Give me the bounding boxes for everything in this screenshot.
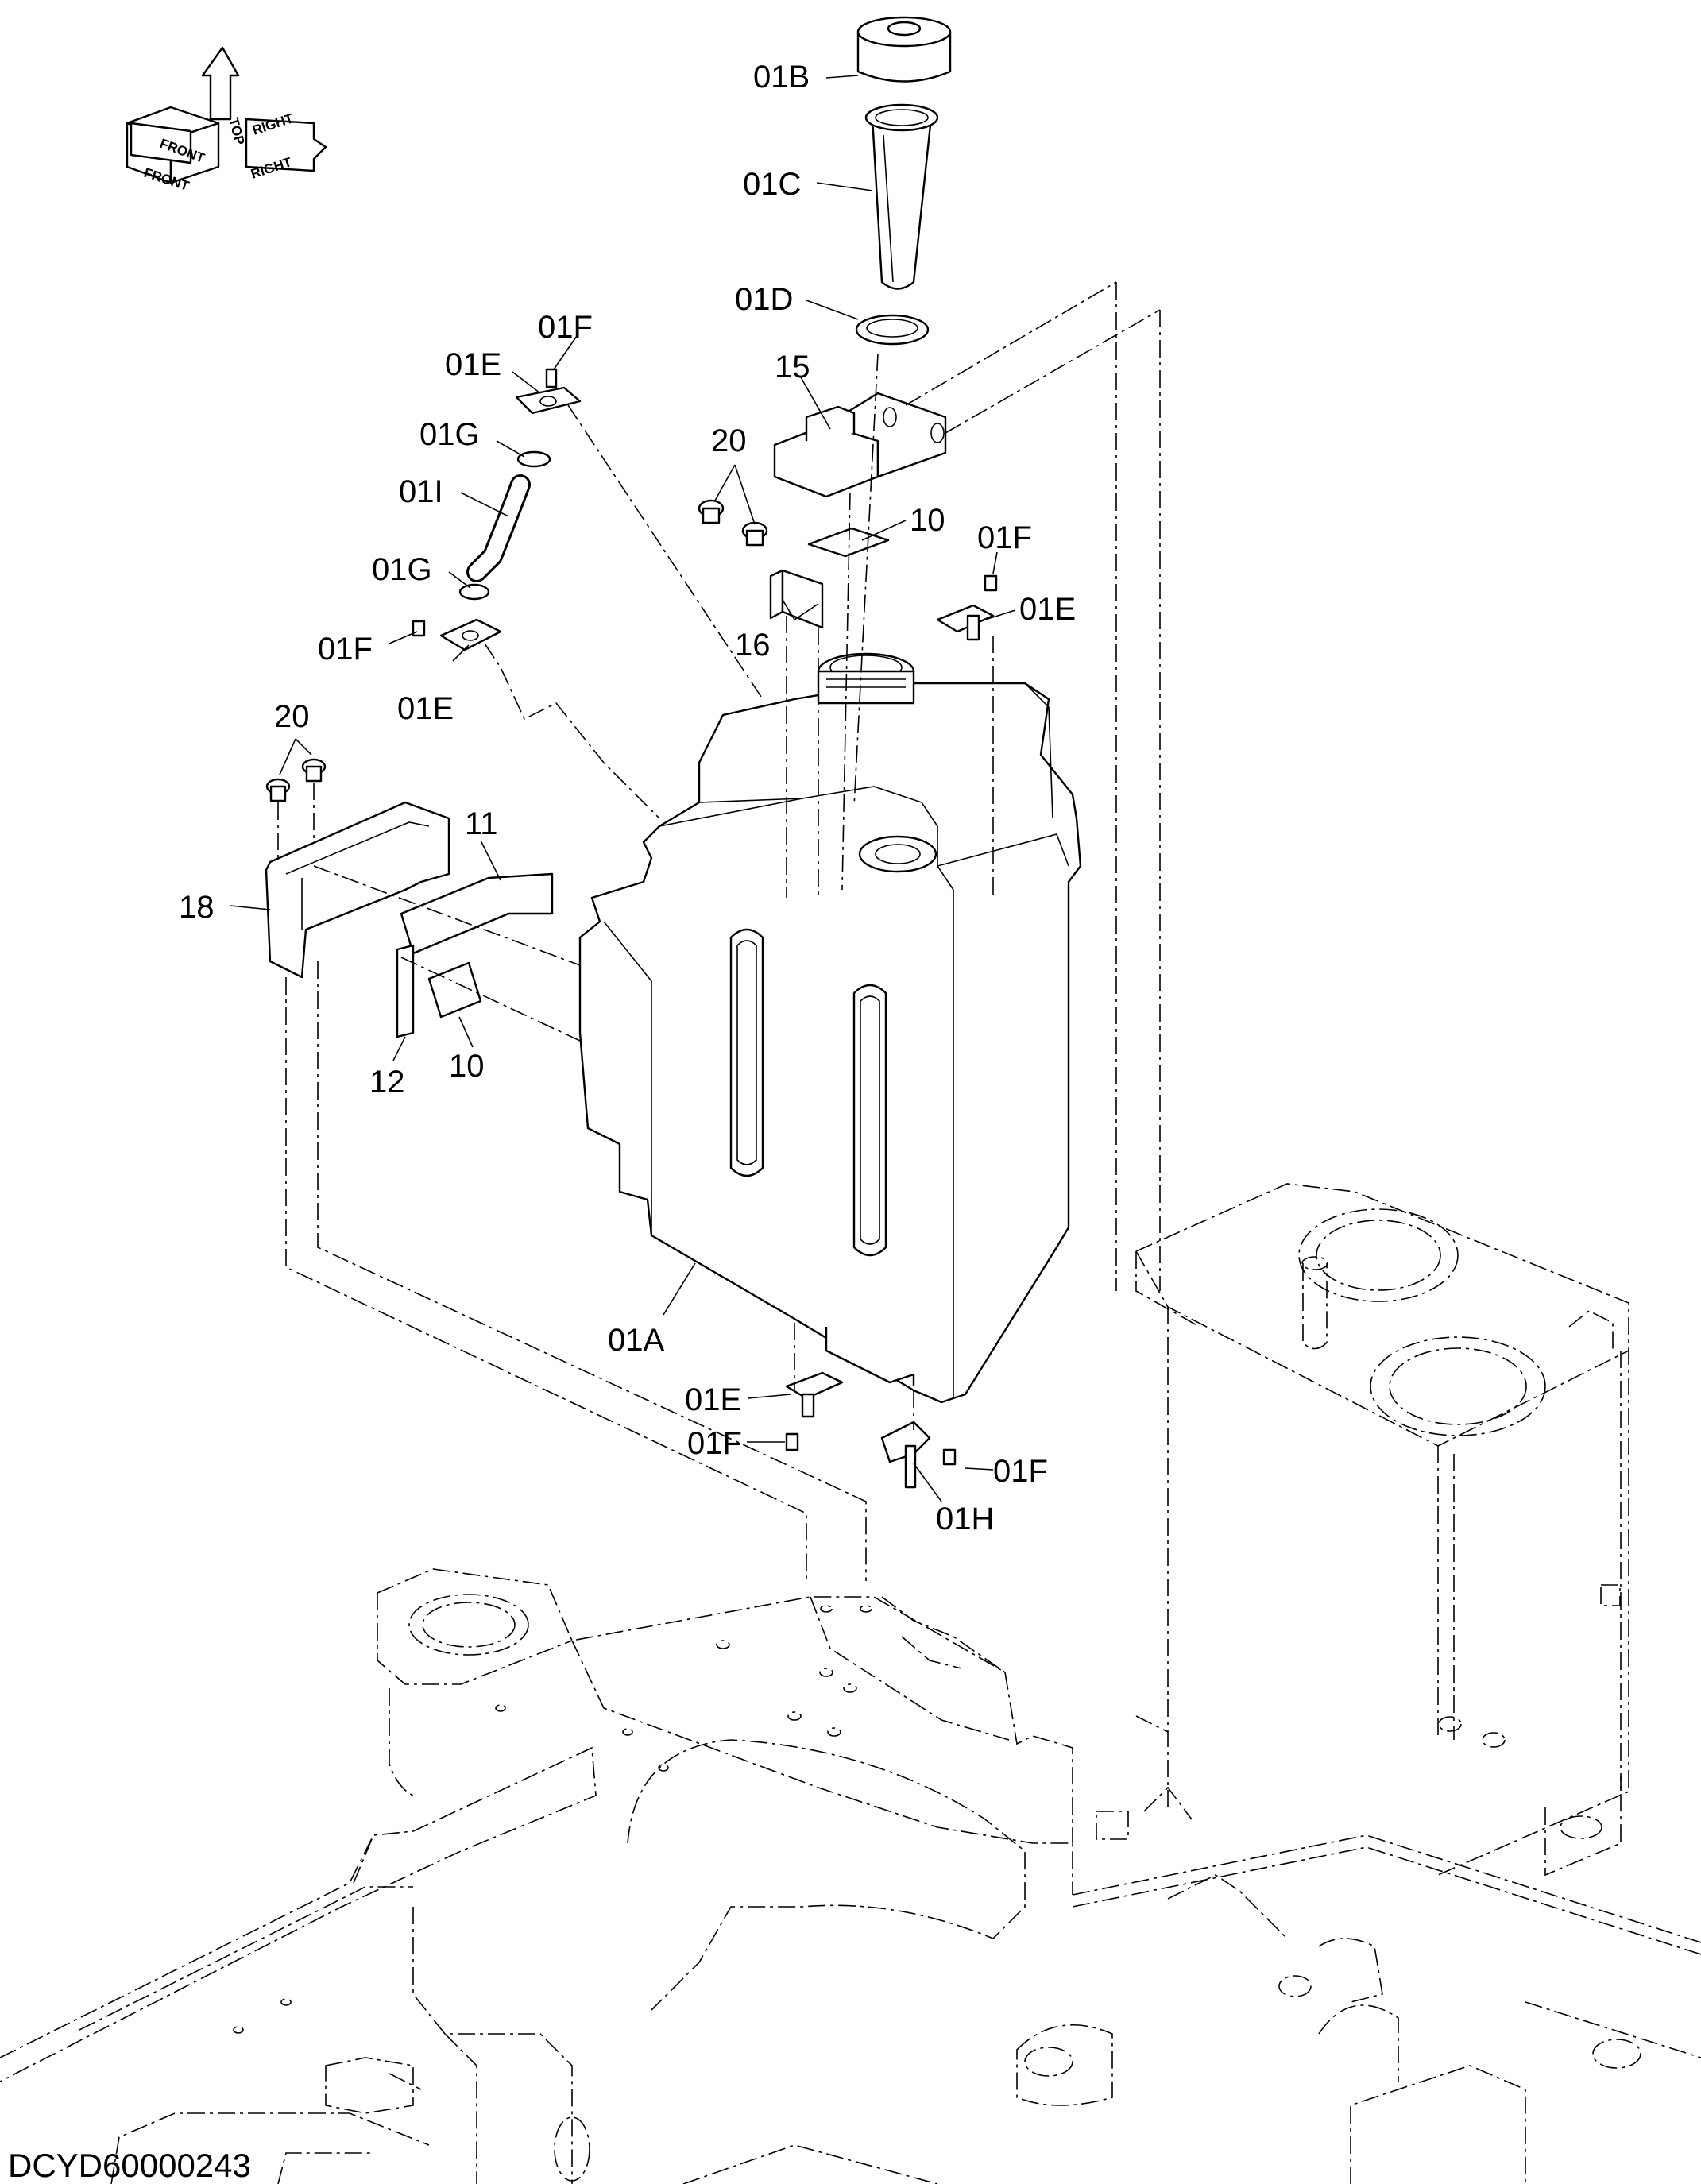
callout-01e-left: 01E <box>397 691 454 726</box>
bracket-18 <box>265 801 450 979</box>
callout-01d: 01D <box>735 282 793 317</box>
band-11 <box>400 872 554 955</box>
callout-leaders <box>230 75 1016 1502</box>
callout-10-lower: 10 <box>449 1049 485 1084</box>
callout-01b: 01B <box>753 60 810 95</box>
callout-20-left: 20 <box>274 699 310 734</box>
bracket-15 <box>773 392 947 498</box>
callout-01f-bottom: 01F <box>687 1426 742 1461</box>
orient-top: TOP <box>226 116 247 146</box>
callout-01e-top: 01E <box>445 347 501 382</box>
callout-01a: 01A <box>608 1323 664 1358</box>
callout-15: 15 <box>775 350 810 385</box>
cap-01b <box>856 16 952 83</box>
callout-01e-bottom: 01E <box>685 1382 741 1417</box>
callout-18: 18 <box>179 890 215 925</box>
callout-01c: 01C <box>743 167 801 202</box>
fitting-01e-right <box>936 574 998 641</box>
callout-16: 16 <box>735 628 771 663</box>
callout-01i: 01I <box>399 474 443 509</box>
callout-labels: 01B 01C 01D 01F 01E 15 01G 20 01I 10 01F… <box>179 60 1076 1537</box>
upper-frame <box>0 1568 1701 2184</box>
callout-01e-right: 01E <box>1019 592 1076 627</box>
orientation-indicator: FRONT FRONT TOP RIGHT RIGHT <box>126 46 327 194</box>
pad-10-upper <box>807 527 890 558</box>
callout-01h: 01H <box>936 1502 994 1537</box>
bolts-20-upper <box>698 499 768 547</box>
callout-01f-top: 01F <box>538 310 593 345</box>
strainer-01c <box>864 103 939 290</box>
leader-lines <box>277 281 1161 1581</box>
gasket-01d <box>855 314 930 346</box>
callout-20-upper: 20 <box>711 423 747 458</box>
callout-01f-right: 01F <box>977 520 1032 555</box>
callout-01g-upper: 01G <box>419 417 480 452</box>
callout-01g-lower: 01G <box>372 552 432 587</box>
callout-10-upper: 10 <box>910 503 945 538</box>
clip-16 <box>769 569 824 629</box>
tank-01a <box>578 652 1082 1404</box>
bolts-20-left <box>265 758 327 802</box>
callout-01f-bottom-right: 01F <box>993 1454 1048 1489</box>
callout-11: 11 <box>465 806 498 841</box>
drawing-id: DCYD60000243 <box>8 2147 251 2184</box>
pad-12 <box>396 944 415 1038</box>
hose-assembly <box>412 368 582 651</box>
callout-12: 12 <box>369 1065 405 1100</box>
pad-10-lower <box>427 961 482 1019</box>
hydraulic-tank <box>1135 1183 1629 1877</box>
callout-01f-left: 01F <box>318 632 373 667</box>
